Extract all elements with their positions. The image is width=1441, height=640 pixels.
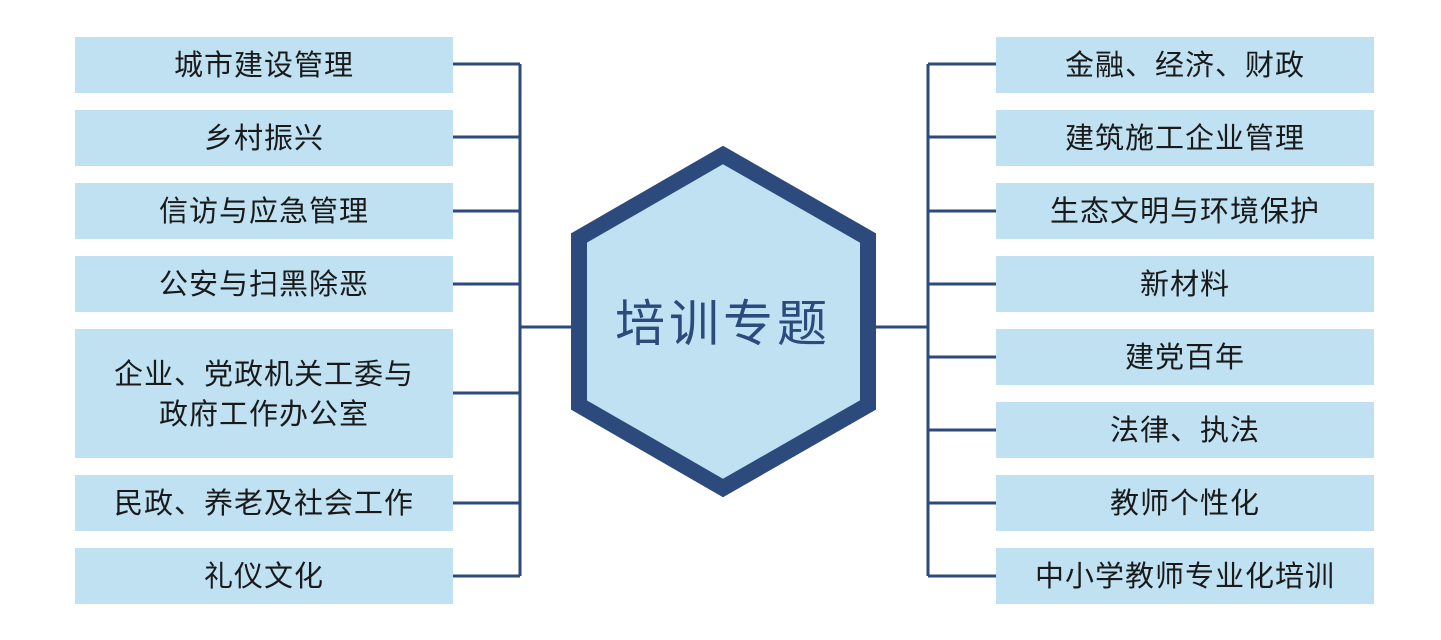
right-topic-label: 教师个性化 [1109, 486, 1260, 520]
left-topic-label: 信访与应急管理 [158, 194, 369, 228]
right-topic-label: 新材料 [1139, 267, 1230, 301]
right-topic-label: 法律、执法 [1109, 413, 1260, 447]
center-title: 培训专题 [615, 295, 831, 353]
left-topic-box: 民政、养老及社会工作 [75, 475, 453, 531]
right-topic-label: 金融、经济、财政 [1064, 48, 1305, 82]
left-topic-box: 乡村振兴 [75, 110, 453, 166]
left-topic-label: 城市建设管理 [173, 48, 354, 82]
left-topic-label: 民政、养老及社会工作 [113, 486, 414, 520]
right-connectors [871, 62, 997, 578]
right-topic-box: 中小学教师专业化培训 [996, 548, 1374, 604]
right-topic-box: 金融、经济、财政 [996, 37, 1374, 93]
right-topic-label: 建党百年 [1124, 340, 1245, 374]
left-topic-label: 公安与扫黑除恶 [158, 267, 369, 301]
left-topic-box: 企业、党政机关工委与 政府工作办公室 [75, 329, 453, 458]
left-topic-label: 企业、党政机关工委与 政府工作办公室 [113, 356, 414, 431]
left-topic-box: 公安与扫黑除恶 [75, 256, 453, 312]
left-topic-box: 城市建设管理 [75, 37, 453, 93]
left-topic-box: 礼仪文化 [75, 548, 453, 604]
center-hexagon [571, 145, 876, 498]
right-topic-box: 建筑施工企业管理 [996, 110, 1374, 166]
right-topic-box: 教师个性化 [996, 475, 1374, 531]
right-topic-box: 生态文明与环境保护 [996, 183, 1374, 239]
right-topic-box: 新材料 [996, 256, 1374, 312]
right-topic-label: 中小学教师专业化培训 [1034, 559, 1335, 593]
right-topic-box: 法律、执法 [996, 402, 1374, 458]
left-topic-box: 信访与应急管理 [75, 183, 453, 239]
left-connectors [452, 62, 575, 578]
right-topic-box: 建党百年 [996, 329, 1374, 385]
left-topic-label: 礼仪文化 [203, 559, 324, 593]
right-topic-label: 生态文明与环境保护 [1049, 194, 1320, 228]
left-topic-label: 乡村振兴 [203, 121, 324, 155]
right-topic-label: 建筑施工企业管理 [1064, 121, 1305, 155]
